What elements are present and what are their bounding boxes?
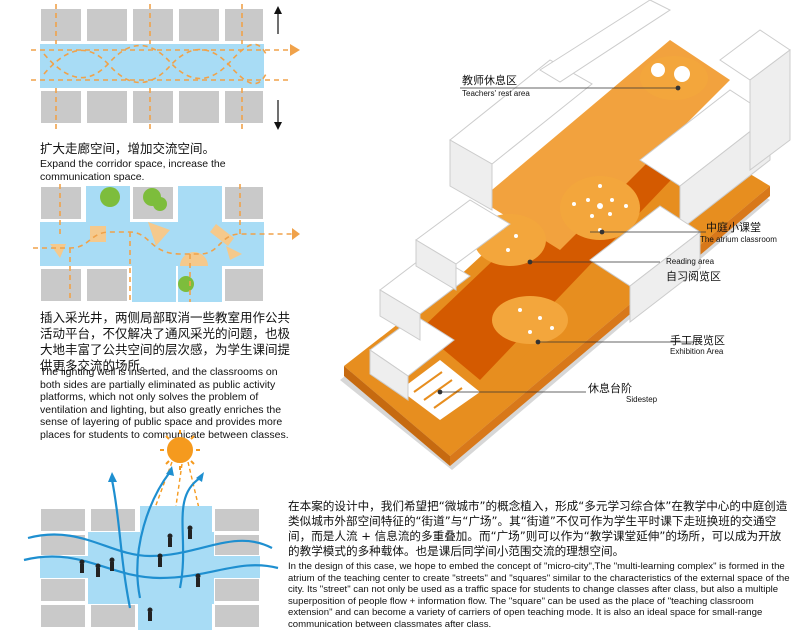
label-reading-zh: 自习阅览区 (666, 270, 721, 283)
axonometric-model (340, 0, 791, 470)
label-atrium-zh: 中庭小课堂 (706, 221, 761, 234)
lighting-well-diagram (30, 184, 300, 303)
label-reading-en: Reading area (666, 257, 715, 266)
sun-icon (160, 430, 200, 470)
main-text-zh: 在本案的设计中，我们希望把“微城市”的概念植入，形成“多元学习综合体”在教学中心… (288, 499, 788, 558)
lighting-caption-en: The lighting well is inserted, and the c… (40, 366, 289, 441)
label-teachers-rest-zh: 教师休息区 (462, 74, 517, 87)
corridor-caption-en: Expand the corridor space, increase the … (40, 158, 226, 183)
lighting-caption-zh: 插入采光井，两侧局部取消一些教室用作公共活动平台，不仅解决了通风采光的问题，也极… (40, 310, 291, 373)
corridor-diagram (30, 4, 300, 130)
label-exhibition-en: Exhibition Area (670, 347, 724, 356)
label-atrium-en: The atrium classroom (700, 235, 777, 244)
label-sidestep-en: Sidestep (626, 395, 658, 404)
corridor-caption-zh: 扩大走廊空间，增加交流空间。 (40, 141, 216, 156)
flow-diagram (23, 430, 279, 630)
label-sidestep-zh: 休息台阶 (588, 382, 632, 395)
label-teachers-rest-en: Teachers' rest area (462, 89, 530, 98)
label-exhibition-zh: 手工展览区 (670, 334, 725, 347)
main-text-en: In the design of this case, we hope to e… (288, 561, 790, 630)
